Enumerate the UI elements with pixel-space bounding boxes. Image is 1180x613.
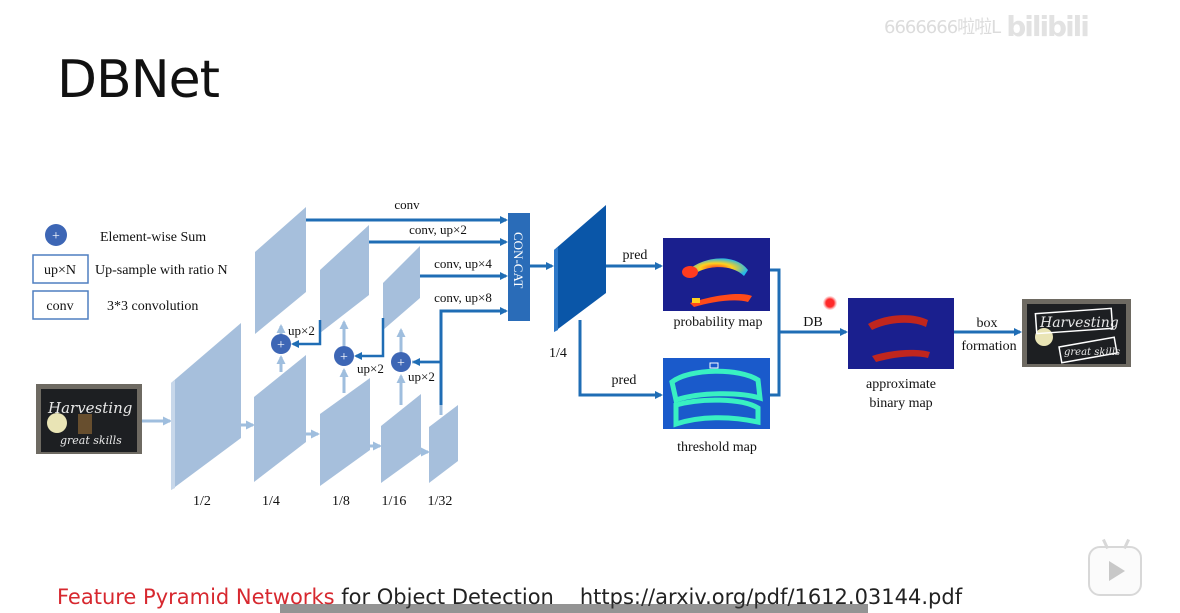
output-image: Harvesting great skills bbox=[1022, 299, 1131, 367]
feature-scale-label: 1/4 bbox=[549, 346, 567, 361]
bilibili-watermark: 6666666啦啦L bilibili bbox=[884, 6, 1164, 46]
sum-symbol: + bbox=[52, 229, 60, 244]
pred-arrows bbox=[578, 262, 663, 399]
conv-box bbox=[32, 290, 89, 320]
svg-text:+: + bbox=[397, 356, 405, 371]
input-image-moon bbox=[47, 413, 67, 433]
fpn-block-3 bbox=[383, 246, 420, 330]
fused-feature-block bbox=[554, 205, 606, 332]
pred-label-top: pred bbox=[623, 248, 648, 263]
conv-label: 3*3 convolution bbox=[107, 299, 198, 314]
up-label-3: up×2 bbox=[408, 369, 435, 384]
fpn-block-2 bbox=[320, 225, 369, 333]
input-image-text-2: great skills bbox=[60, 434, 122, 447]
sum-node-3 bbox=[391, 352, 411, 372]
box-label-line1: box bbox=[977, 316, 998, 331]
output-image-text-2: great skills bbox=[1064, 347, 1120, 358]
threshold-map-label: threshold map bbox=[677, 440, 757, 455]
slide-title: DBNet bbox=[57, 50, 220, 110]
db-arrows bbox=[770, 268, 848, 397]
fpn-block-1 bbox=[255, 207, 306, 334]
upsample-box bbox=[32, 254, 89, 284]
watermark-text: 6666666啦啦L bbox=[884, 17, 1001, 38]
backbone-block-1-4 bbox=[254, 355, 306, 482]
up-label-2: up×2 bbox=[357, 361, 384, 376]
input-image-text-1: Harvesting bbox=[47, 399, 132, 417]
legend: + Element-wise Sum up×N Up-sample with r… bbox=[32, 224, 228, 320]
play-button[interactable] bbox=[1088, 538, 1142, 596]
arrow-label-conv-up4: conv, up×4 bbox=[434, 256, 492, 271]
output-image-text-1: Harvesting bbox=[1039, 315, 1119, 331]
sum-symbol-icon bbox=[45, 224, 67, 246]
probability-map-image bbox=[663, 238, 770, 311]
upsample-box-label: up×N bbox=[44, 263, 76, 278]
concat-block: CON-CAT bbox=[508, 213, 530, 321]
subtitle-bar bbox=[280, 604, 868, 613]
backbone-block-1-8 bbox=[320, 378, 370, 486]
concat-arrows bbox=[306, 216, 508, 405]
sum-node-1 bbox=[271, 334, 291, 354]
backbone-block-1-16 bbox=[381, 394, 421, 483]
scale-label-1-16: 1/16 bbox=[382, 494, 407, 509]
up-label-1: up×2 bbox=[288, 323, 315, 338]
backbone: 1/2 1/4 1/8 1/16 1/32 bbox=[171, 323, 458, 509]
sum-nodes: + + + bbox=[271, 334, 411, 372]
threshold-map-image bbox=[663, 358, 770, 429]
upsample-label: Up-sample with ratio N bbox=[95, 263, 228, 278]
concat-label: CON-CAT bbox=[511, 232, 526, 288]
db-label: DB bbox=[803, 315, 822, 330]
sum-label: Element-wise Sum bbox=[100, 230, 206, 245]
scale-label-1-4: 1/4 bbox=[262, 494, 280, 509]
backbone-block-1-32 bbox=[429, 405, 458, 483]
arrow-label-conv: conv bbox=[394, 197, 420, 212]
approximate-binary-map-image bbox=[848, 298, 954, 369]
pred-label-bottom: pred bbox=[612, 373, 637, 388]
play-icon bbox=[1109, 561, 1125, 581]
sum-node-2 bbox=[334, 346, 354, 366]
arrow-label-conv-up8: conv, up×8 bbox=[434, 290, 492, 305]
svg-text:+: + bbox=[277, 338, 285, 353]
scale-label-1-32: 1/32 bbox=[428, 494, 453, 509]
laser-pointer-dot bbox=[823, 296, 837, 310]
box-label-line2: formation bbox=[961, 339, 1016, 354]
arrow-label-conv-up2: conv, up×2 bbox=[409, 222, 467, 237]
input-image: Harvesting great skills bbox=[36, 384, 142, 454]
backbone-block-1-2 bbox=[171, 323, 241, 490]
scale-label-1-8: 1/8 bbox=[332, 494, 350, 509]
approx-label-line1: approximate bbox=[866, 377, 936, 392]
svg-text:+: + bbox=[340, 350, 348, 365]
scale-label-1-2: 1/2 bbox=[193, 494, 211, 509]
approx-label-line2: binary map bbox=[869, 396, 932, 411]
topdown-arrows bbox=[291, 318, 385, 360]
probability-map-label: probability map bbox=[673, 315, 762, 330]
fpn-blocks bbox=[255, 207, 420, 334]
conv-box-label: conv bbox=[46, 299, 73, 314]
bilibili-logo: bilibili bbox=[1006, 9, 1090, 43]
